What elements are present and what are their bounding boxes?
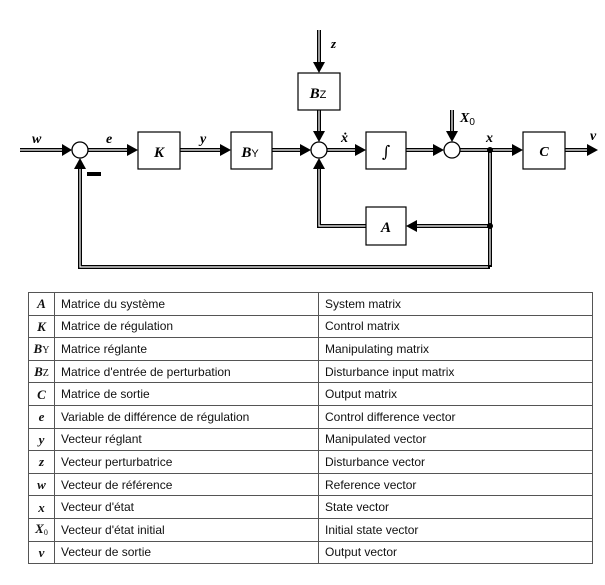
label-x-dot: ẋ bbox=[340, 131, 348, 146]
legend-french: Matrice de sortie bbox=[54, 382, 319, 406]
legend-symbol: BY bbox=[28, 337, 55, 361]
legend-symbol: w bbox=[28, 472, 55, 497]
legend-english: Disturbance input matrix bbox=[318, 359, 593, 384]
svg-text:K: K bbox=[153, 145, 165, 161]
line-int-out bbox=[406, 144, 444, 156]
legend-english: Control matrix bbox=[318, 314, 593, 339]
legend-french: Vecteur de référence bbox=[54, 472, 319, 497]
line-a-out bbox=[313, 158, 366, 228]
minus-sign bbox=[87, 172, 101, 176]
svg-text:∫: ∫ bbox=[382, 142, 390, 161]
legend-symbol: BZ bbox=[28, 359, 55, 384]
signal-lines bbox=[20, 30, 598, 269]
label-x: x bbox=[485, 131, 493, 146]
line-by-out bbox=[272, 144, 311, 156]
legend-french: Matrice d'entrée de perturbation bbox=[54, 359, 319, 384]
label-x0: X0 bbox=[459, 111, 475, 128]
block-bz: BZ bbox=[297, 72, 341, 111]
legend-english: Reference vector bbox=[318, 472, 593, 497]
legend-french: Vecteur réglant bbox=[54, 427, 319, 452]
legend-english: Manipulated vector bbox=[318, 427, 593, 452]
block-integrator: ∫ bbox=[365, 131, 407, 170]
legend-french: Matrice de régulation bbox=[54, 314, 319, 339]
legend-english: Initial state vector bbox=[318, 517, 593, 542]
summing-point-3 bbox=[443, 141, 461, 159]
line-w bbox=[20, 144, 72, 156]
legend-symbol: z bbox=[28, 450, 55, 474]
legend-french: Matrice du système bbox=[54, 292, 319, 316]
legend-symbol: X0 bbox=[28, 517, 55, 542]
legend-symbol: y bbox=[28, 427, 55, 452]
legend-symbol: v bbox=[28, 540, 55, 565]
legend-english: Disturbance vector bbox=[318, 450, 593, 474]
svg-text:C: C bbox=[539, 145, 549, 160]
block-diagram: K BY BZ ∫ A C w e y z ẋ X0 x v bbox=[20, 30, 598, 269]
block-a: A bbox=[365, 206, 407, 246]
legend-english: Manipulating matrix bbox=[318, 337, 593, 361]
legend-english: Output matrix bbox=[318, 382, 593, 406]
junction-dot bbox=[487, 223, 493, 229]
svg-text:A: A bbox=[380, 220, 391, 236]
label-y: y bbox=[198, 132, 207, 147]
line-e bbox=[88, 144, 138, 156]
summing-point-2 bbox=[310, 141, 328, 159]
legend-english: System matrix bbox=[318, 292, 593, 316]
legend-french: Matrice réglante bbox=[54, 337, 319, 361]
legend-french: Vecteur d'état bbox=[54, 495, 319, 519]
line-y bbox=[180, 144, 231, 156]
block-c: C bbox=[522, 131, 566, 170]
legend-symbol: K bbox=[28, 314, 55, 339]
legend-symbol: x bbox=[28, 495, 55, 519]
line-v bbox=[565, 144, 598, 156]
label-e: e bbox=[106, 132, 112, 147]
legend-english: State vector bbox=[318, 495, 593, 519]
line-to-a bbox=[406, 220, 490, 232]
legend-french: Variable de différence de régulation bbox=[54, 404, 319, 429]
label-z: z bbox=[330, 36, 337, 51]
junction-dot bbox=[487, 147, 493, 153]
legend-french: Vecteur d'état initial bbox=[54, 517, 319, 542]
line-bz-out bbox=[313, 110, 325, 142]
legend-english: Output vector bbox=[318, 540, 593, 565]
line-feedback bbox=[74, 158, 490, 269]
legend-symbol: A bbox=[28, 292, 55, 316]
legend-symbol: C bbox=[28, 382, 55, 406]
block-k: K bbox=[137, 131, 181, 170]
svg-text:BZ: BZ bbox=[309, 86, 327, 102]
label-w: w bbox=[32, 132, 42, 147]
svg-text:BY: BY bbox=[240, 145, 259, 161]
label-v: v bbox=[590, 129, 597, 144]
line-z bbox=[313, 30, 325, 73]
summing-point-1 bbox=[71, 141, 89, 159]
legend-english: Control difference vector bbox=[318, 404, 593, 429]
legend-french: Vecteur perturbatrice bbox=[54, 450, 319, 474]
legend-symbol: e bbox=[28, 404, 55, 429]
line-x-dot bbox=[327, 144, 366, 156]
block-by: BY bbox=[230, 131, 273, 170]
legend-french: Vecteur de sortie bbox=[54, 540, 319, 565]
line-x0 bbox=[446, 110, 458, 142]
